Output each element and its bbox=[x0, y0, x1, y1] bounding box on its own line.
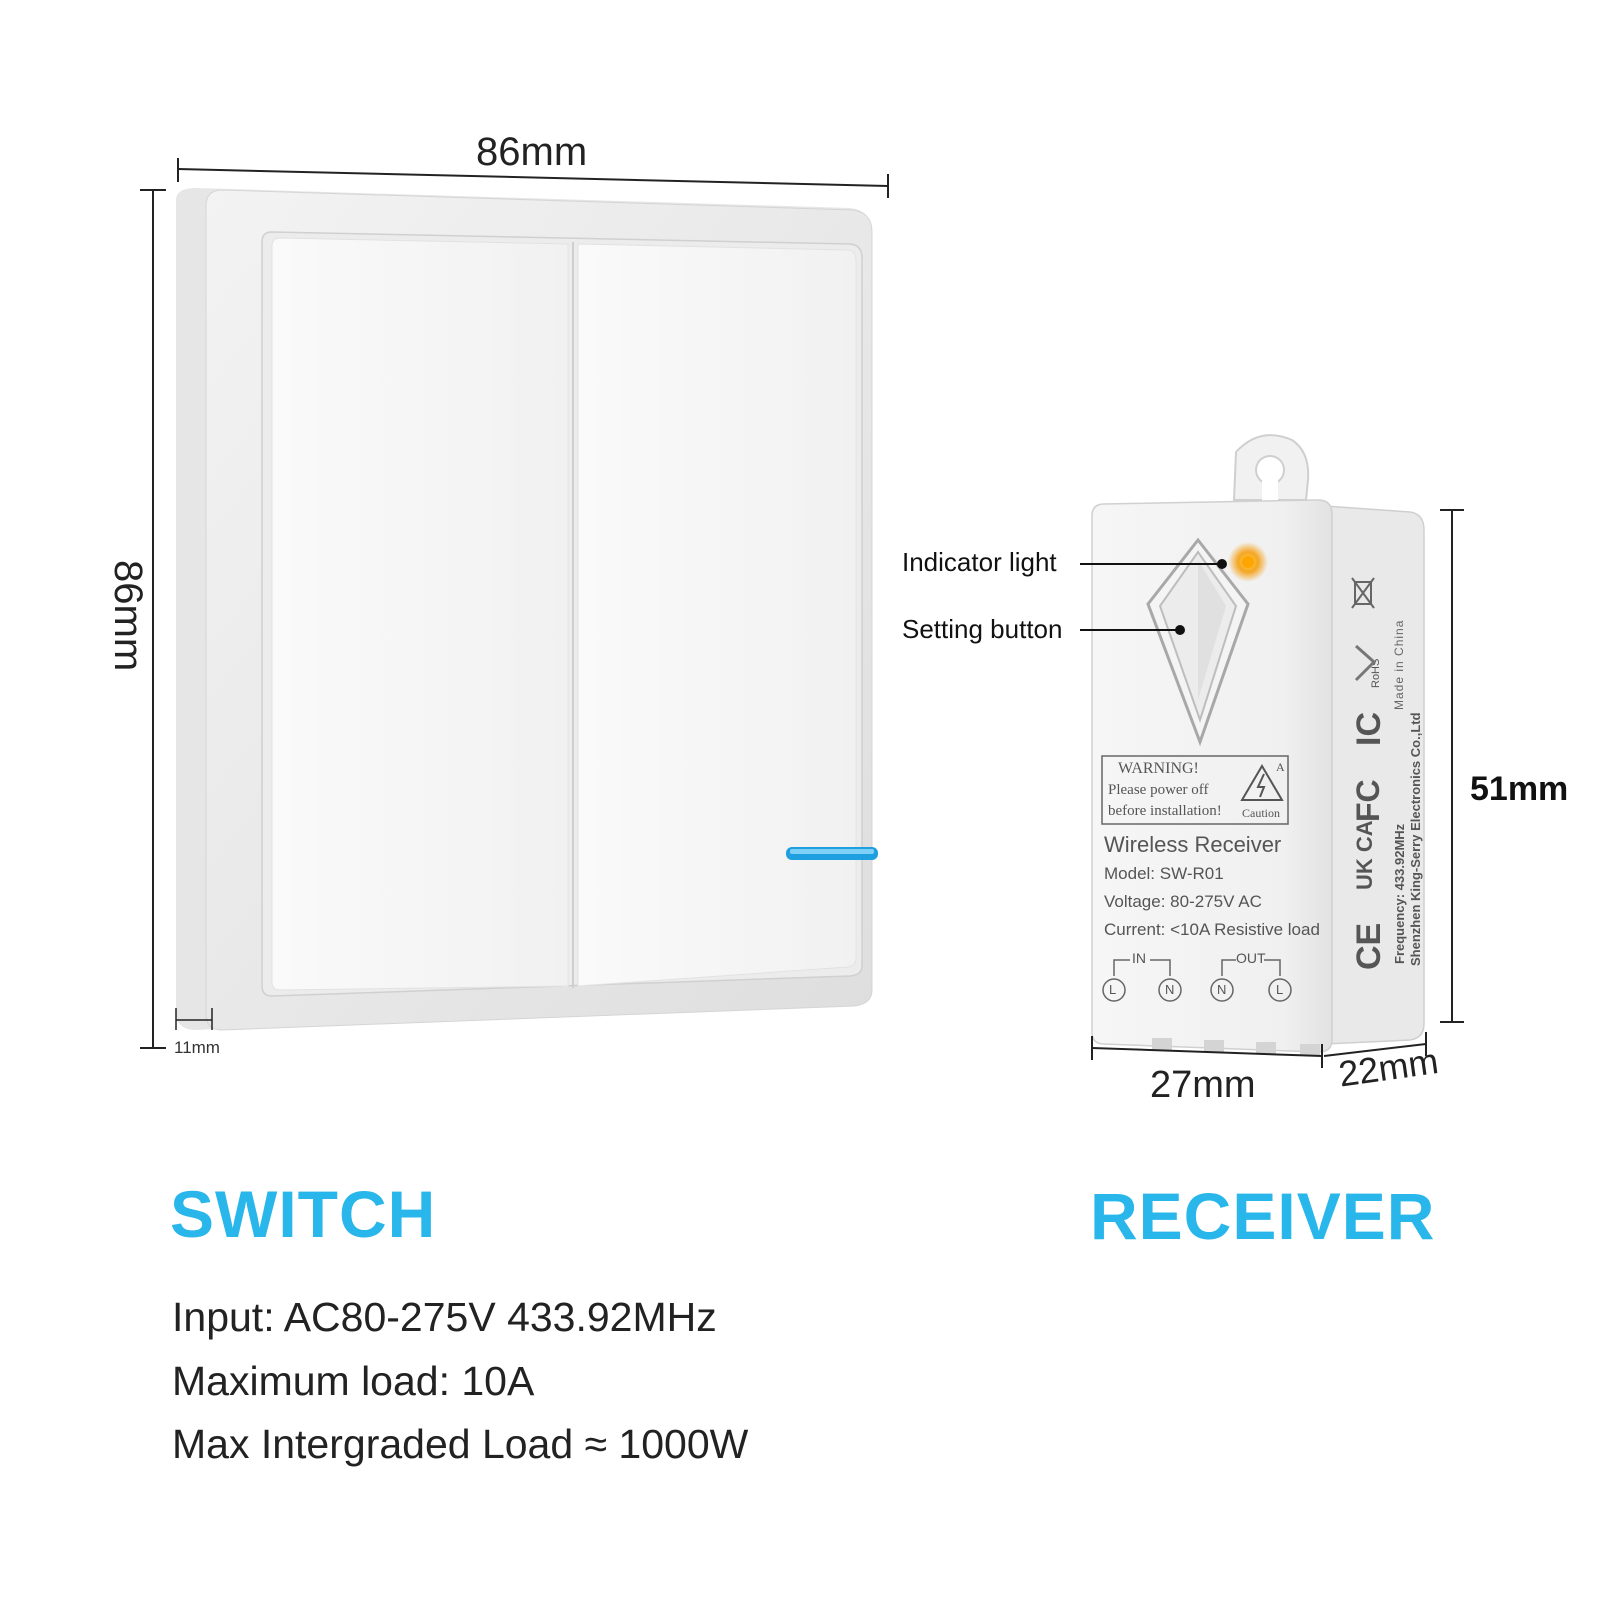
receiver-width-dimension bbox=[1091, 1036, 1323, 1068]
caution-letter: A bbox=[1276, 760, 1285, 774]
receiver-current: Current: <10A Resistive load bbox=[1104, 920, 1320, 939]
receiver-height-dimension bbox=[1440, 509, 1464, 1023]
side-cert-mark-fc: FC bbox=[1350, 779, 1386, 822]
side-cert-mark-ic: IC bbox=[1350, 712, 1388, 746]
switch-depth-label: 11mm bbox=[174, 1038, 220, 1057]
spec-max-integrated-load: Max Intergraded Load ≈ 1000W bbox=[172, 1421, 749, 1467]
warning-box bbox=[1101, 755, 1289, 825]
spec-input: Input: AC80-275V 433.92MHz bbox=[172, 1294, 717, 1340]
side-cert-mark-ukca: UK CA bbox=[1352, 820, 1377, 890]
caution-text: Caution bbox=[1242, 806, 1280, 820]
side-frequency: Frequency: 433.92MHz bbox=[1392, 823, 1407, 964]
switch-height-label: 86mm bbox=[106, 560, 150, 672]
terminal-circles bbox=[1102, 978, 1292, 1002]
receiver-product-name: Wireless Receiver bbox=[1104, 832, 1282, 857]
weee-bin-icon bbox=[1351, 577, 1375, 609]
terminal-4: L bbox=[1276, 982, 1284, 997]
side-made-in: Made in China bbox=[1392, 619, 1406, 710]
switch-heading: SWITCH bbox=[170, 1177, 437, 1251]
setting-button-callout: Setting button bbox=[902, 614, 1063, 644]
terminal-2: N bbox=[1165, 982, 1175, 997]
warning-title: WARNING! bbox=[1118, 760, 1199, 777]
side-company: Shenzhen King-Serry Electronics Co.,Ltd bbox=[1408, 712, 1423, 966]
receiver-height-label: 51mm bbox=[1470, 770, 1569, 808]
warning-line-1: Please power off bbox=[1108, 782, 1209, 798]
switch-depth-dimension bbox=[175, 1008, 213, 1030]
rohs-check-icon bbox=[1354, 644, 1377, 682]
receiver-body bbox=[1091, 434, 1425, 1056]
receiver-depth-dimension bbox=[1323, 1032, 1427, 1057]
receiver-heading: RECEIVER bbox=[1090, 1179, 1436, 1253]
switch-width-label: 86mm bbox=[476, 130, 588, 174]
switch-height-dimension bbox=[140, 189, 166, 1049]
caution-triangle-icon bbox=[1240, 764, 1284, 801]
callout-lines bbox=[1080, 563, 1222, 631]
terminal-3: N bbox=[1217, 982, 1227, 997]
receiver-model: Model: SW-R01 bbox=[1104, 864, 1224, 883]
warning-line-2: before installation! bbox=[1108, 803, 1222, 819]
switch-width-dimension bbox=[177, 158, 889, 198]
terminal-brackets bbox=[1113, 959, 1281, 976]
side-cert-mark-ce: CE bbox=[1350, 922, 1388, 970]
switch-body bbox=[176, 188, 873, 1031]
receiver-voltage: Voltage: 80-275V AC bbox=[1104, 892, 1262, 911]
terminal-out-label: OUT bbox=[1236, 950, 1266, 966]
terminal-1: L bbox=[1109, 982, 1117, 997]
indicator-light-callout: Indicator light bbox=[902, 547, 1057, 577]
receiver-setting-button[interactable] bbox=[1146, 537, 1250, 747]
receiver-width-label: 27mm bbox=[1150, 1064, 1256, 1106]
terminal-in-label: IN bbox=[1132, 950, 1146, 966]
spec-max-load: Maximum load: 10A bbox=[172, 1358, 535, 1404]
